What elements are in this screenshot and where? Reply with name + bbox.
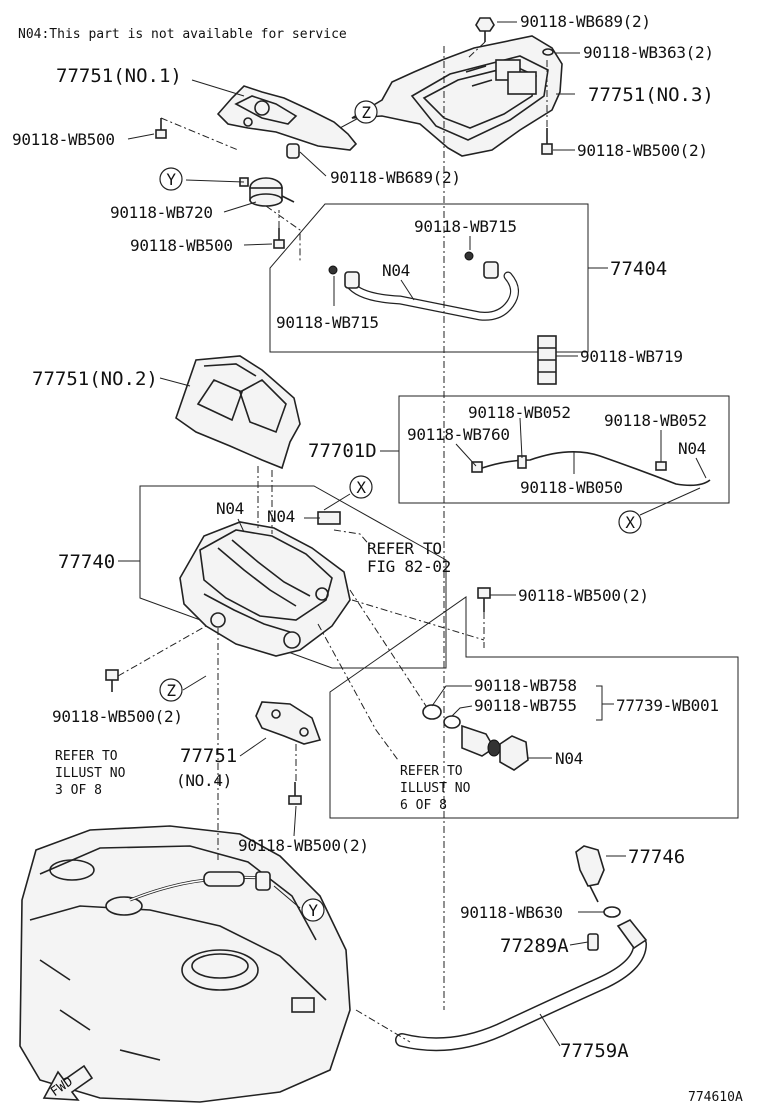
filler-77746 xyxy=(575,845,605,903)
label-90118-wb755: 90118-WB755 xyxy=(474,696,577,715)
bracket-77751-no3 xyxy=(351,35,563,157)
nut-90118-wb689-top xyxy=(475,17,495,42)
label-n04-valve: N04 xyxy=(555,749,583,768)
label-90118-wb760: 90118-WB760 xyxy=(407,425,510,444)
label-n04-hose: N04 xyxy=(382,261,410,280)
label-refer-illust6-line1: REFER TO xyxy=(400,764,463,779)
service-note: N04:This part is not available for servi… xyxy=(18,27,347,42)
label-90118-wb050: 90118-WB050 xyxy=(520,478,623,497)
box-77740-group xyxy=(139,485,447,669)
ref-z-bottom-text: Z xyxy=(166,681,176,700)
label-refer-illust3-line1: REFER TO xyxy=(55,749,118,764)
label-refer-illust3-line2: ILLUST NO xyxy=(55,766,126,781)
label-90118-wb689-2-mid: 90118-WB689(2) xyxy=(330,168,461,187)
bolt-90118-wb500-right-top xyxy=(541,128,553,155)
label-90118-wb052-right: 90118-WB052 xyxy=(604,411,707,430)
ref-marker-z-top: Z xyxy=(354,100,378,124)
label-90118-wb630: 90118-WB630 xyxy=(460,903,563,922)
label-90118-wb500-2-canister: 90118-WB500(2) xyxy=(518,586,649,605)
box-77404-group xyxy=(269,203,589,353)
box-77739-group xyxy=(329,596,739,819)
o-ring-90118-wb755 xyxy=(443,715,461,729)
label-77751-no1: 77751(NO.1) xyxy=(56,65,182,87)
clip-90118-wb719 xyxy=(537,335,557,385)
hose-77759a xyxy=(395,918,648,1052)
label-77289a: 77289A xyxy=(500,935,569,957)
label-77739-wb001: 77739-WB001 xyxy=(616,696,719,715)
label-90118-wb720: 90118-WB720 xyxy=(110,203,213,222)
ref-y-bottom-text: Y xyxy=(308,901,318,920)
label-refer-fig-line1: REFER TO xyxy=(367,539,442,558)
label-90118-wb758: 90118-WB758 xyxy=(474,676,577,695)
leader-lines xyxy=(118,21,707,1047)
label-90118-wb052-left: 90118-WB052 xyxy=(468,403,571,422)
ref-y-top-text: Y xyxy=(166,170,176,189)
label-n04-wire: N04 xyxy=(678,439,706,458)
ref-marker-y-bottom: Y xyxy=(301,898,325,922)
label-refer-illust6-line3: 6 OF 8 xyxy=(400,798,447,813)
bolt-90118-wb500-bottom xyxy=(288,782,302,805)
fuel-tank xyxy=(19,825,351,1103)
label-90118-wb500-2-bottom: 90118-WB500(2) xyxy=(238,836,369,855)
label-77404: 77404 xyxy=(610,258,667,280)
bracket-77751-no1 xyxy=(216,85,358,151)
wire-77701d xyxy=(471,451,711,487)
ref-marker-x-right: X xyxy=(618,510,642,534)
bolt-90118-wb500-lower-left xyxy=(105,669,119,692)
ref-marker-y-top: Y xyxy=(159,167,183,191)
ref-marker-z-bottom: Z xyxy=(159,678,183,702)
label-n04-canister-a: N04 xyxy=(216,499,244,518)
label-90118-wb715-top: 90118-WB715 xyxy=(414,217,517,236)
label-n04-canister-b: N04 xyxy=(267,507,295,526)
label-90118-wb500-2-right-top: 90118-WB500(2) xyxy=(577,141,708,160)
ref-x-right-text: X xyxy=(625,513,635,532)
ref-x-mid-text: X xyxy=(356,478,366,497)
bolt-90118-wb500-left xyxy=(155,118,167,139)
clip-90118-wb363 xyxy=(542,48,554,56)
bolt-90118-wb500-mid xyxy=(273,228,285,249)
shield-77751-no2 xyxy=(175,355,301,470)
canister-77740 xyxy=(179,511,351,657)
label-77751-no3: 77751(NO.3) xyxy=(588,84,714,106)
valve-set-77739-wb001 xyxy=(422,704,529,771)
box-77701d-group xyxy=(398,395,730,504)
clamp-77289a xyxy=(587,933,599,951)
ref-marker-x-mid: X xyxy=(349,475,373,499)
clip-90118-wb630 xyxy=(603,906,621,918)
label-90118-wb689-2-top: 90118-WB689(2) xyxy=(520,12,651,31)
label-90118-wb500-2-lower-left: 90118-WB500(2) xyxy=(52,707,183,726)
figure-code: 774610A xyxy=(688,1090,743,1105)
label-refer-illust6-line2: ILLUST NO xyxy=(400,781,471,796)
bracket-77751-no4 xyxy=(255,701,322,745)
label-77701d: 77701D xyxy=(308,440,377,462)
label-90118-wb715-bottom: 90118-WB715 xyxy=(276,313,379,332)
hose-77404 xyxy=(328,251,519,321)
valve-90118-wb720 xyxy=(239,177,295,207)
label-77759a: 77759A xyxy=(560,1040,629,1062)
label-77751-no4-suffix: (NO.4) xyxy=(176,771,232,790)
dashed-lines xyxy=(117,41,548,1043)
ref-z-top-text: Z xyxy=(361,103,371,122)
label-77746: 77746 xyxy=(628,846,685,868)
label-90118-wb363-2: 90118-WB363(2) xyxy=(583,43,714,62)
label-77740: 77740 xyxy=(58,551,115,573)
label-90118-wb500-left: 90118-WB500 xyxy=(12,130,115,149)
bolt-90118-wb500-canister xyxy=(477,587,491,612)
label-77751-no2: 77751(NO.2) xyxy=(32,368,158,390)
label-90118-wb719: 90118-WB719 xyxy=(580,347,683,366)
o-ring-90118-wb758 xyxy=(422,704,442,720)
label-refer-illust3-line3: 3 OF 8 xyxy=(55,783,102,798)
label-refer-fig-line2: FIG 82-02 xyxy=(367,557,451,576)
label-90118-wb500-mid: 90118-WB500 xyxy=(130,236,233,255)
nut-90118-wb689-mid xyxy=(286,143,300,159)
label-77751-no4: 77751 xyxy=(180,745,237,767)
